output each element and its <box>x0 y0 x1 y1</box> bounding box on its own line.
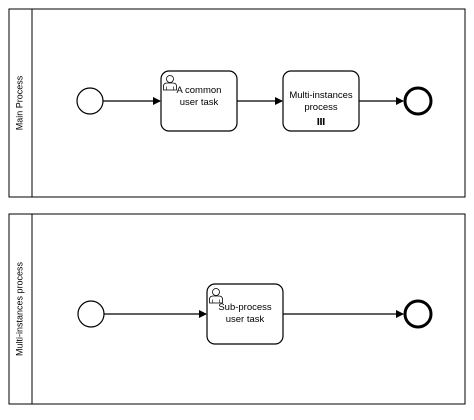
multi-instance-task[interactable]: Multi-instances process <box>282 70 360 132</box>
start-event[interactable] <box>76 87 104 115</box>
user-icon <box>163 75 177 91</box>
task-label-line: user task <box>180 97 219 108</box>
task-label-line: Sub-process <box>218 302 272 313</box>
pool-label-multi-instances-process: Multi-instances process <box>14 261 24 356</box>
user-icon <box>209 288 223 304</box>
task-label-line: user task <box>226 314 265 325</box>
user-task-a-common[interactable]: A common user task <box>160 70 238 132</box>
end-event[interactable] <box>403 299 433 329</box>
task-label-line: Multi-instances <box>289 90 353 101</box>
user-task-sub-process[interactable]: Sub-process user task <box>206 283 284 345</box>
pool-label-main-process: Main Process <box>14 75 24 130</box>
end-event[interactable] <box>403 86 433 116</box>
task-label-line: A common <box>177 85 222 96</box>
start-event[interactable] <box>77 300 105 328</box>
task-label-line: process <box>304 102 338 113</box>
multi-instance-marker-icon <box>317 118 325 125</box>
